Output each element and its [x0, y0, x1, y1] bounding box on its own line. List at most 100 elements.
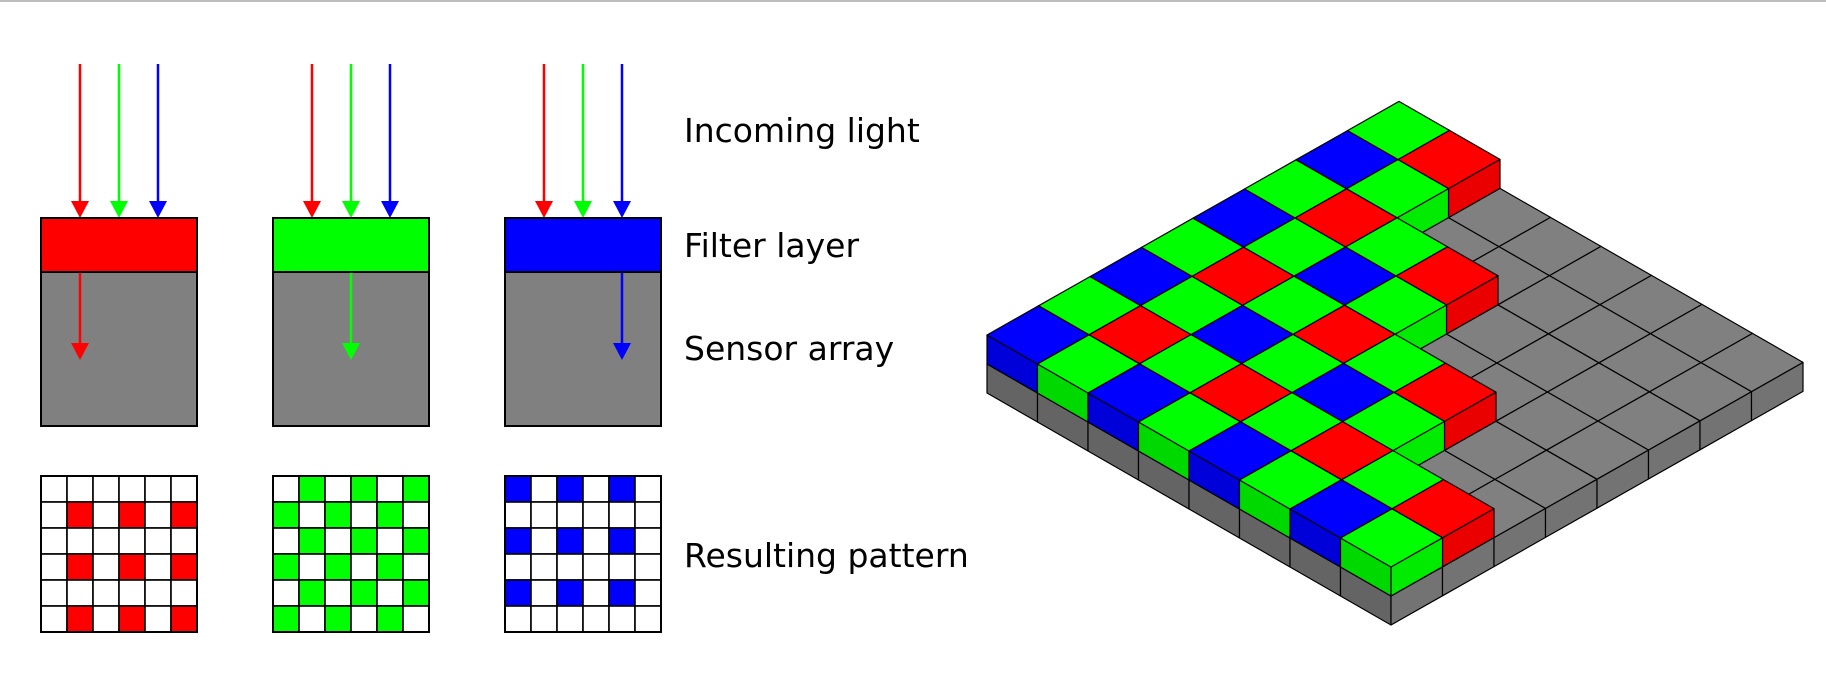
pattern-cell [402, 527, 430, 555]
pattern-cell [556, 579, 584, 607]
pattern-cell [556, 605, 584, 633]
pattern-cell [376, 553, 404, 581]
pattern-cell [40, 475, 68, 503]
pattern-cell [272, 553, 300, 581]
pattern-cell [92, 605, 120, 633]
pattern-cell [118, 579, 146, 607]
pattern-cell [504, 553, 532, 581]
pattern-cell [402, 579, 430, 607]
pattern-cell [634, 475, 662, 503]
pattern-cell [324, 475, 352, 503]
pattern-cell [40, 553, 68, 581]
pattern-cell [556, 501, 584, 529]
pattern-cell [92, 579, 120, 607]
pattern-cell [66, 579, 94, 607]
pattern-cell [582, 553, 610, 581]
pattern-cell [608, 501, 636, 529]
incoming-ray-red [303, 64, 321, 218]
resulting-pattern-red [40, 475, 198, 633]
pattern-cell [582, 501, 610, 529]
pattern-cell [556, 475, 584, 503]
pattern-cell [66, 553, 94, 581]
pattern-cell [634, 527, 662, 555]
pattern-cell [556, 553, 584, 581]
pattern-cell [376, 605, 404, 633]
pattern-cell [504, 527, 532, 555]
resulting-pattern-label: Resulting pattern [684, 536, 969, 575]
pattern-cell [118, 475, 146, 503]
pattern-cell [402, 605, 430, 633]
pattern-cell [298, 527, 326, 555]
passed-ray-red [71, 273, 89, 360]
pattern-cell [376, 475, 404, 503]
pattern-cell [92, 475, 120, 503]
pattern-cell [324, 605, 352, 633]
pattern-cell [272, 605, 300, 633]
pattern-cell [118, 553, 146, 581]
pattern-cell [530, 501, 558, 529]
pattern-cell [144, 579, 172, 607]
pattern-cell [170, 605, 198, 633]
pattern-cell [324, 501, 352, 529]
pattern-cell [350, 501, 378, 529]
pattern-cell [272, 579, 300, 607]
pattern-cell [376, 501, 404, 529]
incoming-ray-blue [149, 64, 167, 218]
pattern-cell [144, 605, 172, 633]
pattern-border [272, 475, 430, 633]
pattern-cell [556, 527, 584, 555]
pattern-cell [144, 501, 172, 529]
sensor-block-blue [504, 271, 662, 427]
pattern-cell [170, 527, 198, 555]
pattern-cell [92, 527, 120, 555]
incoming-ray-blue [381, 64, 399, 218]
pattern-cell [350, 553, 378, 581]
pattern-cell [634, 579, 662, 607]
pattern-border [40, 475, 198, 633]
pattern-cell [350, 475, 378, 503]
pattern-cell [272, 501, 300, 529]
pattern-cell [40, 501, 68, 529]
pattern-cell [40, 579, 68, 607]
incoming-light-label: Incoming light [684, 111, 920, 150]
pattern-cell [118, 501, 146, 529]
resulting-pattern-blue [504, 475, 662, 633]
pattern-cell [298, 605, 326, 633]
pattern-cell [608, 475, 636, 503]
pattern-cell [634, 553, 662, 581]
pattern-cell [530, 553, 558, 581]
filter-green [272, 217, 430, 273]
pattern-cell [608, 579, 636, 607]
incoming-ray-green [342, 64, 360, 218]
pattern-cell [298, 501, 326, 529]
pattern-cell [170, 579, 198, 607]
top-border-line [0, 0, 1826, 2]
filter-column-green [272, 64, 430, 633]
filter-red [40, 217, 198, 273]
passed-ray-blue [613, 273, 631, 360]
incoming-ray-red [535, 64, 553, 218]
pattern-cell [582, 579, 610, 607]
pattern-cell [118, 527, 146, 555]
pattern-cell [66, 475, 94, 503]
pattern-cell [530, 475, 558, 503]
pattern-border [504, 475, 662, 633]
pattern-cell [144, 553, 172, 581]
pattern-cell [350, 527, 378, 555]
filter-layer-label: Filter layer [684, 226, 860, 265]
pattern-cell [582, 527, 610, 555]
pattern-cell [582, 605, 610, 633]
pattern-cell [66, 605, 94, 633]
pattern-cell [298, 579, 326, 607]
pattern-cell [170, 553, 198, 581]
pattern-cell [402, 501, 430, 529]
pattern-cell [324, 579, 352, 607]
sensor-block-red [40, 271, 198, 427]
pattern-cell [92, 501, 120, 529]
pattern-cell [40, 527, 68, 555]
incoming-ray-green [110, 64, 128, 218]
filter-panels [40, 64, 662, 633]
pattern-cell [272, 527, 300, 555]
pattern-cell [118, 605, 146, 633]
pattern-cell [324, 527, 352, 555]
